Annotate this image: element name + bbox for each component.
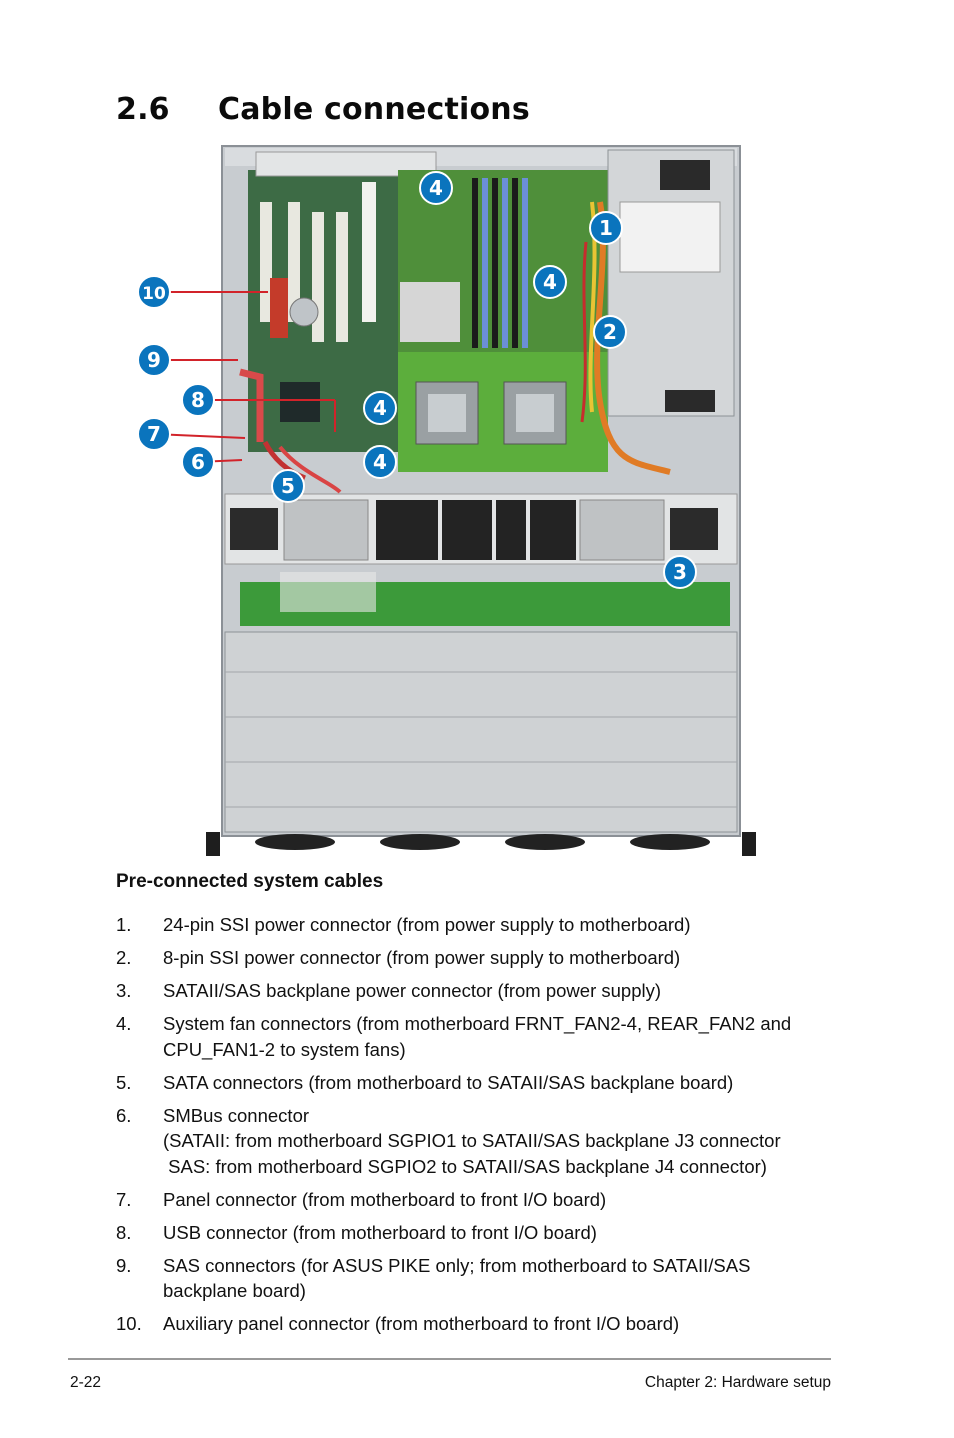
list-item: 4.System fan connectors (from motherboar… <box>116 1013 792 1060</box>
section-heading: 2.6 Cable connections <box>116 92 530 127</box>
callout-2: 2 <box>593 315 627 349</box>
memory-dimms <box>472 178 528 348</box>
callout-4-right: 4 <box>533 265 567 299</box>
drive-bays <box>224 631 738 833</box>
front-handle-left <box>206 832 220 856</box>
svg-text:4: 4 <box>429 176 443 200</box>
page-number: 2-22 <box>70 1374 102 1391</box>
callout-3: 3 <box>663 555 697 589</box>
callout-8: 8 <box>181 383 215 417</box>
list-item: 1.24-pin SSI power connector (from power… <box>116 914 691 935</box>
callout-10: 10 <box>137 275 171 309</box>
cable-list: 1.24-pin SSI power connector (from power… <box>116 912 846 1344</box>
callout-4-mid: 4 <box>363 391 397 425</box>
svg-text:9: 9 <box>147 348 161 372</box>
list-heading: Pre-connected system cables <box>116 871 384 892</box>
svg-text:4: 4 <box>373 396 387 420</box>
callout-6: 6 <box>181 445 215 479</box>
callout-4-top: 4 <box>419 171 453 205</box>
section-title: Cable connections <box>218 92 530 127</box>
callout-5: 5 <box>271 469 305 503</box>
svg-text:4: 4 <box>543 270 557 294</box>
callout-9: 9 <box>137 343 171 377</box>
list-item: 2.8-pin SSI power connector (from power … <box>116 947 681 968</box>
svg-text:3: 3 <box>673 560 687 584</box>
svg-text:7: 7 <box>147 422 161 446</box>
callout-7: 7 <box>137 417 171 451</box>
list-item: 10.Auxiliary panel connector (from mothe… <box>116 1313 680 1334</box>
svg-text:5: 5 <box>281 474 295 498</box>
svg-text:2: 2 <box>603 320 617 344</box>
list-item: 6.SMBus connector(SATAII: from motherboa… <box>116 1104 781 1177</box>
svg-text:4: 4 <box>373 450 387 474</box>
svg-text:1: 1 <box>599 216 613 240</box>
list-item: 5.SATA connectors (from motherboard to S… <box>116 1071 734 1093</box>
svg-text:6: 6 <box>191 450 205 474</box>
svg-text:10: 10 <box>142 284 166 304</box>
list-item: 3.SATAII/SAS backplane power connector (… <box>116 980 662 1001</box>
section-number: 2.6 <box>116 92 170 127</box>
server-cable-diagram: 1 2 3 4 4 4 4 5 6 7 8 9 <box>137 145 756 856</box>
power-supply <box>607 149 735 417</box>
footer-divider <box>68 1358 831 1360</box>
front-handle-right <box>742 832 756 856</box>
chapter-label: Chapter 2: Hardware setup <box>644 1374 831 1391</box>
callout-1: 1 <box>589 211 623 245</box>
list-item: 7.Panel connector (from motherboard to f… <box>116 1188 607 1210</box>
svg-text:8: 8 <box>191 388 205 412</box>
list-item: 8.USB connector (from motherboard to fro… <box>116 1221 597 1243</box>
cpu-socket-1 <box>415 381 479 445</box>
callout-4-bottom: 4 <box>363 445 397 479</box>
list-item: 9.SAS connectors (for ASUS PIKE only; fr… <box>116 1254 751 1302</box>
